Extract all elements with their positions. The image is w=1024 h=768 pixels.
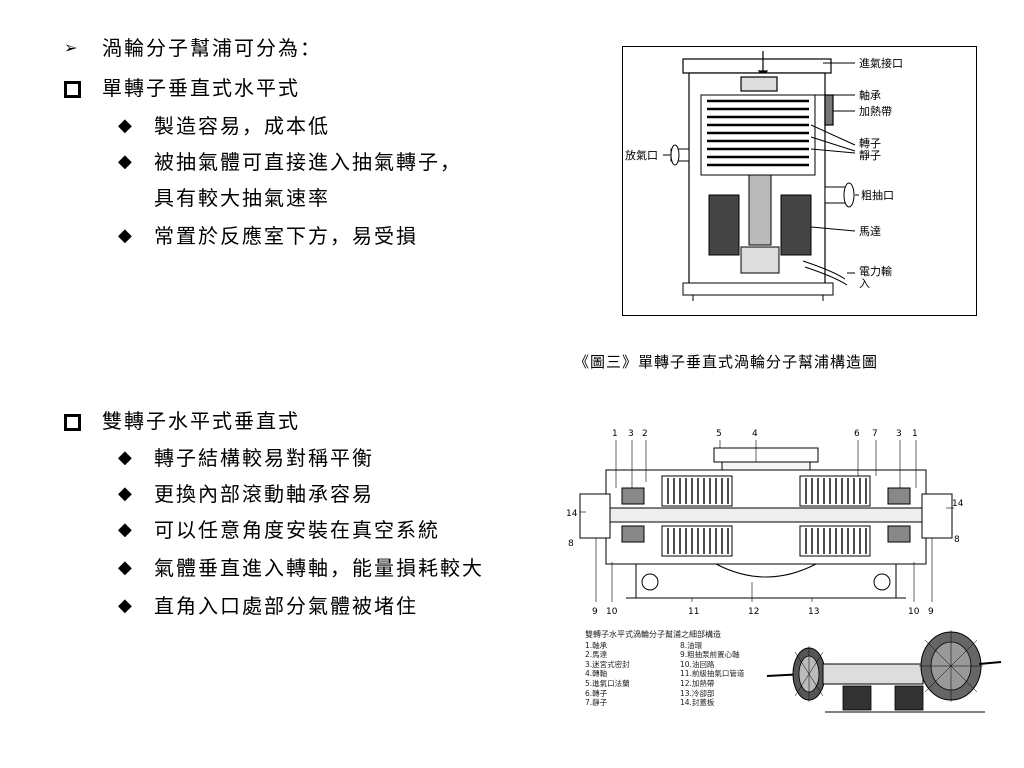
fig2-number: 11	[688, 607, 699, 617]
diamond-bullet-icon: ◆	[118, 483, 132, 504]
diamond-bullet-icon: ◆	[118, 225, 132, 246]
diamond-bullet-icon: ◆	[118, 447, 132, 468]
label-heater: 加熱帶	[859, 105, 892, 118]
legend-item: 12.加熱帶	[680, 678, 715, 688]
fig2-number: 8	[568, 539, 574, 549]
figure2-legend: 雙轉子水平式渦輪分子幫浦之細部構造 1.軸承 2.馬達 3.迷宮式密封 4.轉軸…	[585, 630, 775, 708]
legend-item: 9.粗抽泵前置心軸	[680, 650, 740, 660]
legend-item: 11.前級抽氣口管道	[680, 669, 745, 679]
section1-bullet: 被抽氣體可直接進入抽氣轉子，	[154, 150, 462, 174]
diamond-bullet-icon: ◆	[118, 151, 132, 172]
section2-title: 雙轉子水平式垂直式	[102, 409, 300, 433]
legend-item: 3.迷宮式密封	[585, 659, 630, 669]
label-motor: 馬達	[859, 225, 881, 238]
fig2-number: 4	[752, 429, 758, 439]
slide-heading: 渦輪分子幫浦可分為：	[102, 36, 322, 60]
figure1-frame: 進氣接口 軸承 加熱帶 轉子 靜子 放氣口 粗抽口 馬達 電力輸 入	[622, 46, 977, 316]
fig2-number: 7	[872, 429, 878, 439]
section1-bullet: 常置於反應室下方，易受損	[154, 224, 418, 248]
rotor-photo	[765, 628, 1005, 718]
fig2-number: 13	[808, 607, 819, 617]
section1-bullet-cont: 具有較大抽氣速率	[154, 186, 330, 210]
square-bullet-icon	[64, 414, 81, 431]
legend-item: 6.轉子	[585, 688, 608, 698]
legend-column: 1.軸承 2.馬達 3.迷宮式密封 4.轉軸 5.進氣口法蘭 6.轉子 7.靜子	[585, 641, 680, 708]
label-power-1: 電力輸	[859, 264, 892, 278]
single-rotor-pump-diagram: 進氣接口 軸承 加熱帶 轉子 靜子 放氣口 粗抽口 馬達 電力輸 入	[625, 51, 903, 301]
legend-column: 8.油環 9.粗抽泵前置心軸 10.油回路 11.前級抽氣口管道 12.加熱帶 …	[680, 641, 775, 708]
fig2-number: 14	[566, 509, 578, 519]
legend-item: 5.進氣口法蘭	[585, 678, 630, 688]
label-rough-port: 粗抽口	[861, 188, 894, 202]
section2-bullet: 更換內部滾動軸承容易	[154, 482, 374, 506]
fig2-number: 14	[952, 499, 964, 509]
legend-item: 2.馬達	[585, 650, 608, 660]
label-inlet: 進氣接口	[859, 56, 903, 70]
legend-item: 4.轉軸	[585, 669, 608, 679]
section2-bullet: 氣體垂直進入轉軸，能量損耗較大	[154, 556, 484, 580]
arrow-bullet-icon: ➢	[64, 38, 78, 57]
diamond-bullet-icon: ◆	[118, 595, 132, 616]
legend-item: 10.油回路	[680, 659, 715, 669]
section1-bullet: 製造容易，成本低	[154, 114, 330, 138]
fig2-number: 3	[628, 429, 634, 439]
legend-item: 1.軸承	[585, 640, 608, 650]
fig2-number: 9	[928, 607, 934, 617]
square-bullet-icon	[64, 81, 81, 98]
legend-item: 14.封蓋板	[680, 698, 715, 708]
label-stator: 靜子	[859, 148, 881, 162]
fig2-number: 12	[748, 607, 759, 617]
label-rotor: 轉子	[859, 137, 881, 150]
fig2-number: 8	[954, 535, 960, 545]
legend-item: 8.油環	[680, 640, 703, 650]
diamond-bullet-icon: ◆	[118, 557, 132, 578]
figure1-caption: 《圖三》單轉子垂直式渦輪分子幫浦構造圖	[574, 353, 879, 371]
fig2-number: 10	[606, 607, 618, 617]
section2-bullet: 直角入口處部分氣體被堵住	[154, 594, 418, 618]
section1-title: 單轉子垂直式水平式	[102, 76, 300, 100]
label-bearing: 軸承	[859, 88, 881, 102]
diamond-bullet-icon: ◆	[118, 519, 132, 540]
fig2-number: 5	[716, 429, 722, 439]
fig2-number: 1	[612, 429, 618, 439]
fig2-number: 9	[592, 607, 598, 617]
legend-item: 7.靜子	[585, 698, 608, 708]
legend-title: 雙轉子水平式渦輪分子幫浦之細部構造	[585, 630, 721, 639]
section2-bullet: 轉子結構較易對稱平衡	[154, 446, 374, 470]
fig2-number: 6	[854, 429, 860, 439]
diamond-bullet-icon: ◆	[118, 115, 132, 136]
figure2-diagram: 1 3 2 5 4 6 7 3 1 14 8 14 8 9 10 11 12 1…	[566, 422, 966, 622]
legend-item: 13.冷卻部	[680, 688, 715, 698]
label-power-2: 入	[859, 277, 870, 290]
fig2-number: 10	[908, 607, 920, 617]
fig2-number: 1	[912, 429, 918, 439]
fig2-number: 2	[642, 429, 648, 439]
section2-bullet: 可以任意角度安裝在真空系統	[154, 518, 440, 542]
fig2-number: 3	[896, 429, 902, 439]
label-vent: 放氣口	[625, 148, 658, 162]
